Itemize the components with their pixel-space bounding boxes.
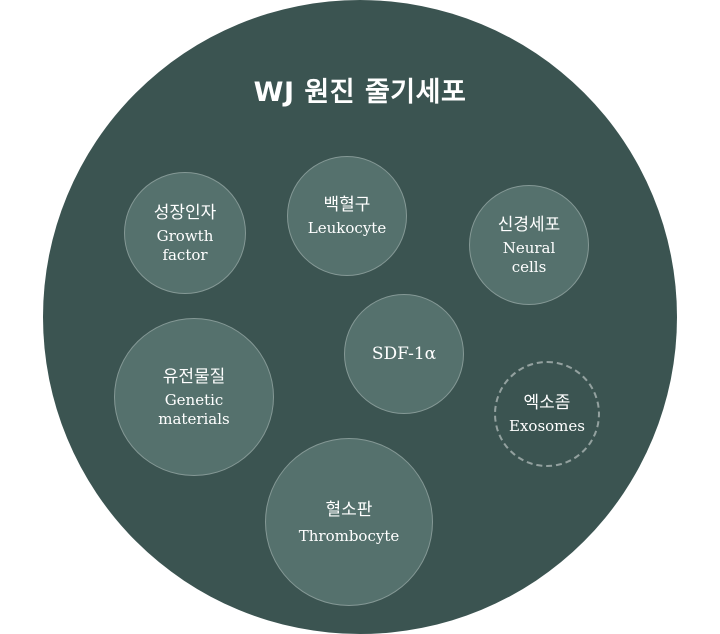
- node-genetic-materials: 유전물질 Genetic materials: [114, 318, 274, 476]
- node-thrombocyte: 혈소판 Thrombocyte: [265, 438, 433, 606]
- node-label-en: Growth factor: [156, 226, 214, 264]
- node-label-ko: 백혈구: [323, 195, 371, 215]
- node-sdf-1a: SDF-1α: [344, 294, 464, 414]
- node-growth-factor: 성장인자 Growth factor: [124, 172, 246, 294]
- node-neural-cells: 신경세포 Neural cells: [469, 185, 589, 305]
- node-label-ko: 유전물질: [162, 366, 226, 387]
- node-leukocyte: 백혈구 Leukocyte: [287, 156, 407, 276]
- node-label-ko: 혈소판: [325, 499, 373, 520]
- node-label-en: Exosomes: [509, 417, 585, 435]
- node-label-en: Thrombocyte: [298, 526, 400, 545]
- node-label-en: Leukocyte: [307, 219, 387, 237]
- node-label-en: Genetic materials: [158, 390, 230, 428]
- diagram-title: WJ 원진 줄기세포: [253, 77, 467, 108]
- node-exosomes: 엑소좀 Exosomes: [494, 361, 600, 467]
- node-label-ko: 엑소좀: [523, 393, 571, 413]
- node-label-ko: 성장인자: [153, 202, 217, 223]
- node-label-en: Neural cells: [502, 238, 556, 276]
- node-label-ko: 신경세포: [497, 214, 561, 235]
- node-label-en: SDF-1α: [371, 343, 437, 364]
